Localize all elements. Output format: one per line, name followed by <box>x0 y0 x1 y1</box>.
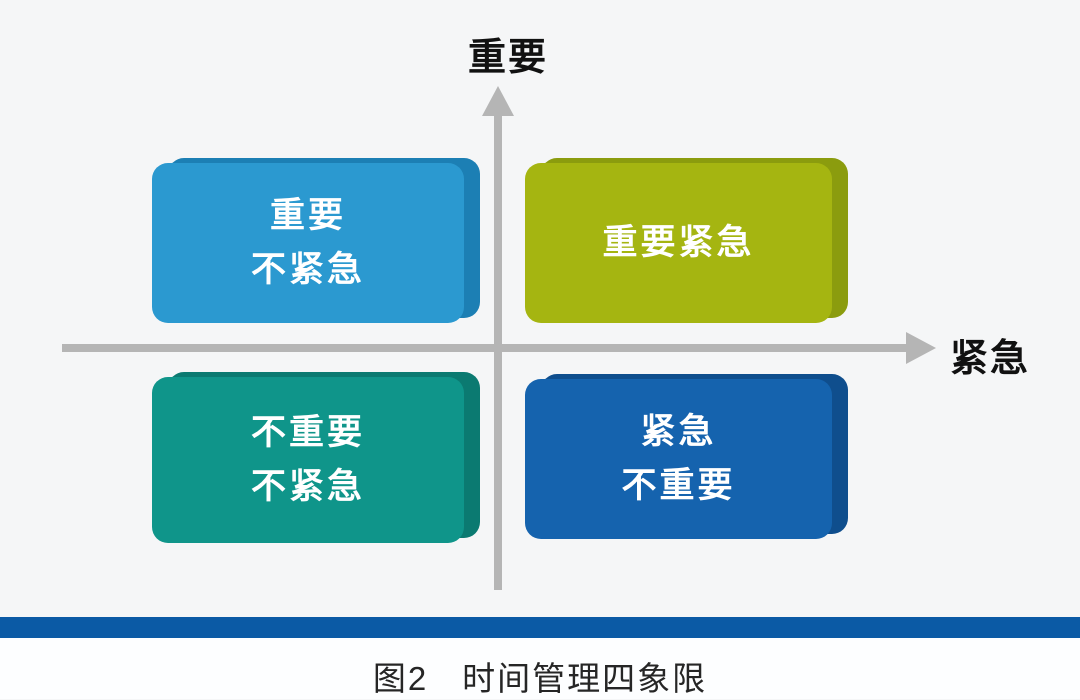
quadrant-face: 不重要 不紧急 <box>152 377 464 543</box>
quadrant-label: 重要紧急 <box>602 222 755 262</box>
x-axis-line <box>62 344 912 352</box>
quadrant-label: 不重要 不紧急 <box>250 412 365 506</box>
x-axis-label: 紧急 <box>950 338 1031 380</box>
bottom-divider-bar <box>0 617 1080 638</box>
quadrant-urgent-not-important: 紧急 不重要 <box>525 374 848 539</box>
arrow-right-icon <box>906 332 936 364</box>
quadrant-label: 紧急 不重要 <box>621 411 736 505</box>
figure-title: 时间管理四象限 <box>462 660 708 697</box>
quadrant-important-not-urgent: 重要 不紧急 <box>152 158 480 323</box>
quadrant-face: 重要紧急 <box>525 163 832 323</box>
quadrant-face: 重要 不紧急 <box>152 163 464 323</box>
figure-number: 图2 <box>372 660 429 697</box>
figure-caption: 图2 时间管理四象限 <box>0 652 1080 700</box>
quadrant-diagram: 重要 紧急 重要 不紧急 重要紧急 不重要 不紧急 紧急 不重要 <box>62 37 1031 590</box>
quadrant-important-urgent: 重要紧急 <box>525 158 848 323</box>
caption-area: 图2 时间管理四象限 <box>0 638 1080 699</box>
quadrant-face: 紧急 不重要 <box>525 379 832 539</box>
quadrant-label: 重要 不紧急 <box>250 195 365 289</box>
y-axis-label: 重要 <box>468 37 549 79</box>
quadrant-not-important-not-urgent: 不重要 不紧急 <box>152 372 480 543</box>
arrow-up-icon <box>482 86 514 116</box>
